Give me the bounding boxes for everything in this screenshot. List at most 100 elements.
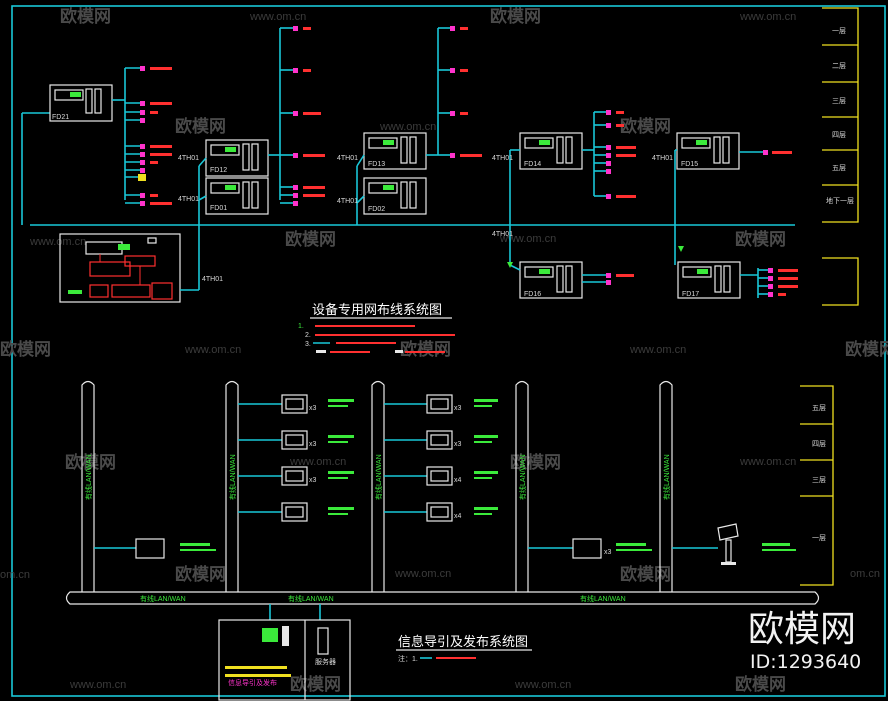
panel-fd16: FD16 (519, 261, 583, 299)
floor-label: 四层 (812, 440, 826, 448)
floor-label: 二层 (832, 62, 846, 70)
watermark-brand: 欧模网 (60, 6, 111, 27)
lan-riser-label: 有线LAN/WAN (84, 454, 93, 500)
watermark-brand: 欧模网 (175, 116, 226, 137)
watermark-url: www.om.cn (394, 568, 451, 580)
panel-fd02: FD02 (363, 177, 427, 215)
watermark-url: www.om.cn (629, 344, 686, 356)
panel-label: FD17 (682, 291, 699, 298)
note-number: 1. (298, 323, 304, 330)
fd14-outlets (594, 110, 636, 199)
panel-fd13: FD13 (363, 132, 427, 170)
watermark-brand: 欧模网 (845, 339, 888, 360)
trunk-label: 4TH01 (178, 155, 199, 162)
lan-bus (65, 591, 820, 605)
panel-label: FD14 (524, 161, 541, 168)
screen-group-a: x3 x3 x3 (238, 394, 354, 522)
lan-bus-label: 有线LAN/WAN (580, 594, 626, 603)
lan-riser (81, 380, 95, 592)
lan-riser-label: 有线LAN/WAN (662, 454, 671, 500)
info-publishing-diagram: 有线LAN/WAN 有线LAN/WAN 有线LAN/WAN 有线LAN/WAN … (65, 380, 820, 701)
watermark-brand: 欧模网 (735, 674, 786, 695)
watermark-url: om.cn (850, 568, 880, 580)
panel-fd15: FD15 (676, 132, 740, 170)
watermark-brand: 欧模网 (400, 339, 451, 360)
fd12-outlets (280, 26, 325, 206)
fd17-outlets (758, 268, 798, 297)
watermark-url: www.om.cn (29, 236, 86, 248)
watermark-url: www.om.cn (514, 679, 571, 691)
brand-logo-text: 欧模网 (748, 609, 856, 650)
panel-label: FD13 (368, 161, 385, 168)
watermark-brand: 欧模网 (490, 6, 541, 27)
equipment-network-diagram: FD21 FD12 (21, 26, 798, 353)
trunk-label: 4TH01 (337, 198, 358, 205)
watermark-brand: 欧模网 (620, 116, 671, 137)
watermark-url: www.om.cn (249, 11, 306, 23)
note-number: 3. (305, 341, 311, 348)
screen-count: x3 (604, 549, 612, 556)
bottom-note: 注：1. (398, 654, 418, 663)
brand-id-label: ID:1293640 (750, 651, 861, 673)
panel-fd14: FD14 (519, 132, 583, 170)
trunk-label: 4TH01 (652, 155, 673, 162)
floor-label: 五层 (812, 404, 826, 412)
screen-count: x3 (454, 405, 462, 412)
screen-count: x3 (454, 441, 462, 448)
screen-count: x4 (454, 477, 462, 484)
note-number: 2. (305, 332, 311, 339)
host-trunk-label: 4TH01 (202, 276, 223, 283)
panel-label: FD02 (368, 206, 385, 213)
panel-fd17: FD17 (677, 261, 741, 299)
watermark-url: www.om.cn (739, 456, 796, 468)
brand-watermark: 欧模网 ID:1293640 (748, 609, 861, 673)
screen-count: x3 (309, 477, 317, 484)
panel-label: FD12 (210, 167, 227, 174)
equipment-notes: 1. 2. 3. (298, 323, 455, 353)
trunk-label: 4TH01 (492, 231, 513, 238)
screen-count: x4 (454, 513, 462, 520)
watermark-brand: 欧模网 (510, 452, 561, 473)
watermark-url: www.om.cn (69, 679, 126, 691)
panel-fd21: FD21 (49, 84, 113, 122)
watermark-brand: 欧模网 (735, 229, 786, 250)
info-publishing-title: 信息导引及发布系统图 (398, 634, 528, 650)
panel-label: FD15 (681, 161, 698, 168)
lcd-screens: x3 (94, 523, 796, 565)
watermark-layer: 欧模网 www.om.cn 欧模网 www.om.cn 欧模网 www.om.c… (0, 6, 888, 695)
floor-legend-top: 一层 二层 三层 四层 五层 地下一层 (822, 7, 859, 306)
equipment-network-title: 设备专用网布线系统图 (312, 302, 442, 318)
drawing-frame (11, 5, 886, 697)
panel-label: FD21 (52, 114, 69, 121)
lan-riser (225, 380, 239, 592)
floor-label: 一层 (832, 27, 846, 35)
trunk-label: 4TH01 (178, 196, 199, 203)
panel-label: FD01 (210, 205, 227, 212)
screen-count: x3 (309, 405, 317, 412)
fd13-outlets (438, 26, 482, 158)
host-cabinet (59, 233, 181, 303)
watermark-url: www.om.cn (289, 456, 346, 468)
trunk-label: 4TH01 (337, 155, 358, 162)
watermark-brand: 欧模网 (65, 452, 116, 473)
lan-riser (515, 380, 529, 592)
floor-label: 四层 (832, 131, 846, 139)
floor-label: 五层 (832, 164, 846, 172)
fd21-outlets (125, 66, 172, 206)
floor-label: 一层 (812, 534, 826, 542)
lan-riser-label: 有线LAN/WAN (374, 454, 383, 500)
panel-label: FD16 (524, 291, 541, 298)
watermark-url: www.om.cn (499, 233, 556, 245)
lan-riser-label: 有线LAN/WAN (228, 454, 237, 500)
trunk-label: 4TH01 (492, 155, 513, 162)
workstation-label: 信息导引及发布 (228, 678, 277, 687)
lan-bus-label: 有线LAN/WAN (140, 594, 186, 603)
watermark-brand: 欧模网 (285, 229, 336, 250)
screen-count: x3 (309, 441, 317, 448)
watermark-brand: 欧模网 (175, 564, 226, 585)
panel-fd12: FD12 (205, 139, 269, 177)
control-room: 服务器 信息导引及发布 (218, 604, 351, 701)
screen-group-b: x3 x3 x4 x4 (384, 394, 498, 522)
lan-bus-label: 有线LAN/WAN (288, 594, 334, 603)
